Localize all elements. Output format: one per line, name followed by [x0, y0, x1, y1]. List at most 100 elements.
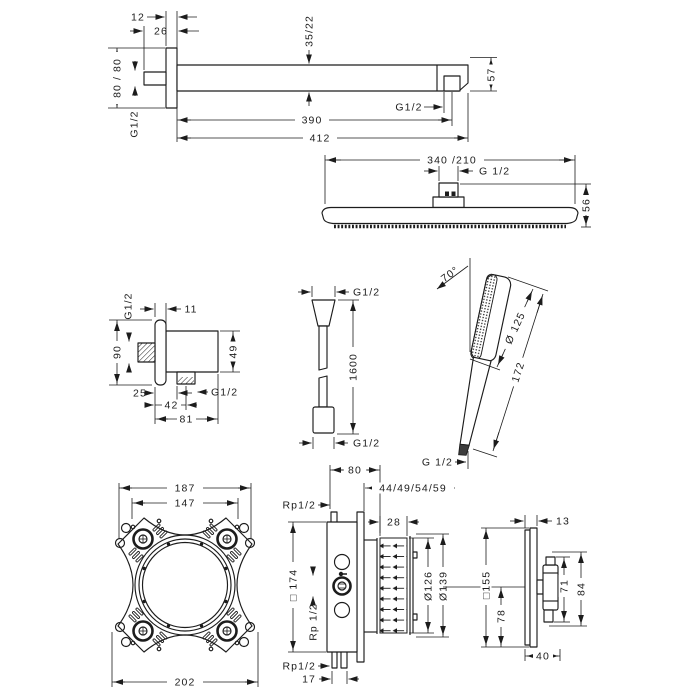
- hand-dim-70deg-label: 70°: [439, 264, 462, 285]
- arm-dim-12-label: 12: [131, 12, 145, 24]
- valve-dim-126-label: Ø126: [423, 571, 435, 601]
- trim-plate-carrier: [529, 527, 538, 648]
- dim-outlet-81: 81: [155, 374, 219, 426]
- hose-top-thread-label: G1/2: [353, 287, 380, 299]
- valve-dim-139-label: Ø139: [438, 571, 450, 601]
- plate-dim-202-label: 202: [175, 677, 196, 689]
- dim-outlet-25: 25: [133, 386, 192, 424]
- outlet-bottom-thread-label: G1/2: [211, 387, 238, 399]
- shower-hose-diagram: G1/2 1600 G1/2: [298, 286, 380, 450]
- overhead-shower-diagram: 340 /210 G 1/2 56: [321, 154, 593, 229]
- outlet-dim-81-label: 81: [180, 414, 194, 426]
- valve-protective-housing: [379, 537, 408, 634]
- trim-handle-top-stub: [545, 556, 556, 566]
- dim-valve-28: 28: [368, 516, 419, 536]
- trim-handle-bottom-stub: [543, 609, 554, 623]
- dim-arm-outlet-thread: G1/2: [395, 92, 453, 126]
- valve-dim-174-label: □ 174: [288, 569, 300, 601]
- valve-top-thread: Rp1/2: [282, 500, 330, 512]
- arm-dim-412-label: 412: [310, 133, 331, 145]
- dim-plate-187: 187: [118, 482, 252, 538]
- valve-upper-port: [333, 553, 351, 571]
- arm-dim-390-label: 390: [302, 115, 323, 127]
- dim-arm-35-22: 35/22: [304, 15, 316, 106]
- outlet-dim-25-label: 25: [133, 388, 147, 400]
- dim-arm-80-80: 80 / 80: [108, 47, 165, 109]
- hose-top-connector: [311, 299, 336, 327]
- dim-trim-71: 71: [554, 556, 571, 623]
- wall-outlet-diagram: 11 G1/2 90 49 25 42 81 G1/2: [109, 292, 240, 426]
- valve-lower-port: [333, 601, 351, 619]
- dim-plate-147: 147: [131, 497, 239, 519]
- arm-dim-26-label: 26: [154, 26, 168, 38]
- dim-head-56: 56: [460, 183, 593, 228]
- hose-upper-tube: [318, 325, 328, 371]
- corner-holes: [114, 518, 256, 652]
- valve-bottom-thread: Rp1/2: [282, 661, 330, 673]
- hose-dim-1600-label: 1600: [348, 353, 360, 381]
- dim-valve-174: □ 174: [287, 521, 326, 653]
- trim-dim-84-label: 84: [576, 582, 588, 596]
- hose-bottom-thread-label: G1/2: [353, 438, 380, 450]
- valve-dim-17-label: 17: [302, 674, 316, 686]
- arm-wall-thread-label: G1/2: [129, 110, 141, 137]
- head-thread-label: G 1/2: [479, 166, 510, 178]
- hand-thread: G 1/2: [422, 451, 469, 469]
- valve-stop-mark: [338, 571, 344, 577]
- mounting-plate-diagram: 187 147 202: [111, 482, 259, 689]
- dim-trim-78: 78: [495, 587, 508, 647]
- arm-dim-80-80-label: 80 / 80: [112, 58, 124, 98]
- dim-valve-126: Ø126: [409, 537, 435, 634]
- dim-outlet-11: 11: [140, 303, 197, 328]
- dim-hose-thread-top: G1/2: [298, 286, 380, 299]
- dim-head-340: 340 /210: [324, 154, 576, 204]
- arm-wall-port: [143, 71, 167, 86]
- outlet-dim-42-label: 42: [165, 400, 179, 412]
- dim-arm-12: 12: [131, 11, 197, 63]
- screw-bosses: [132, 528, 238, 642]
- hand-shower-diagram: 70° Ø 125 172 G 1/2: [422, 258, 549, 469]
- trim-plate-front: [524, 529, 531, 646]
- mounting-plate-body: [117, 517, 253, 653]
- dim-arm-57: 57: [470, 57, 498, 92]
- trim-dim-155-label: □155: [481, 571, 493, 599]
- valve-wall-flange: [356, 511, 365, 663]
- valve-top-thread-label: Rp1/2: [282, 500, 316, 512]
- valve-dim-depths-label: 44/49/54/59: [379, 483, 447, 495]
- dim-valve-139: Ø139: [416, 533, 450, 638]
- trim-dim-71-label: 71: [559, 579, 571, 593]
- dim-trim-40: 40: [524, 649, 561, 663]
- outlet-dim-11-label: 11: [184, 304, 197, 316]
- hand-dim-172-label: 172: [510, 360, 528, 384]
- head-connector-base: [432, 196, 465, 209]
- outlet-dim-49-label: 49: [228, 345, 240, 359]
- valve-mid-thread: Rp 1/2: [308, 566, 320, 641]
- hand-shower-handle: [459, 356, 492, 446]
- dim-outlet-90: 90: [109, 319, 152, 386]
- trim-handle: [542, 564, 559, 611]
- dim-valve-17: 17: [302, 671, 359, 686]
- valve-dim-28-label: 28: [387, 517, 401, 529]
- valve-mid-thread-label: Rp 1/2: [308, 603, 320, 641]
- head-dim-56-label: 56: [581, 198, 593, 212]
- dim-arm-412: 412: [177, 93, 469, 145]
- dim-arm-26: 26: [130, 26, 199, 70]
- trim-dim-40-label: 40: [536, 651, 550, 663]
- hose-lower-tube: [318, 375, 328, 408]
- dim-plate-202: 202: [111, 632, 259, 689]
- arm-dim-57-label: 57: [486, 68, 498, 82]
- head-dim-340-label: 340 /210: [427, 155, 477, 167]
- valve-spindle: [332, 576, 352, 596]
- ring-lock-marks: [142, 542, 228, 628]
- concealed-valve-diagram: 80 44/49/54/59 Rp1/2 28 □ 174 Rp 1/2 Ø12…: [282, 464, 455, 686]
- hand-shower-inlet-tip: [458, 443, 470, 456]
- trim-dim-78-label: 78: [496, 609, 508, 623]
- hand-shower-body: [458, 273, 512, 456]
- dim-valve-depths: 44/49/54/59: [363, 482, 455, 511]
- dim-arm-390: 390: [176, 108, 452, 142]
- dim-head-thread: G 1/2: [424, 166, 510, 181]
- trim-dim-13-label: 13: [556, 516, 570, 528]
- outlet-dim-90-label: 90: [112, 345, 124, 359]
- arm-dim-35-22-label: 35/22: [304, 15, 316, 47]
